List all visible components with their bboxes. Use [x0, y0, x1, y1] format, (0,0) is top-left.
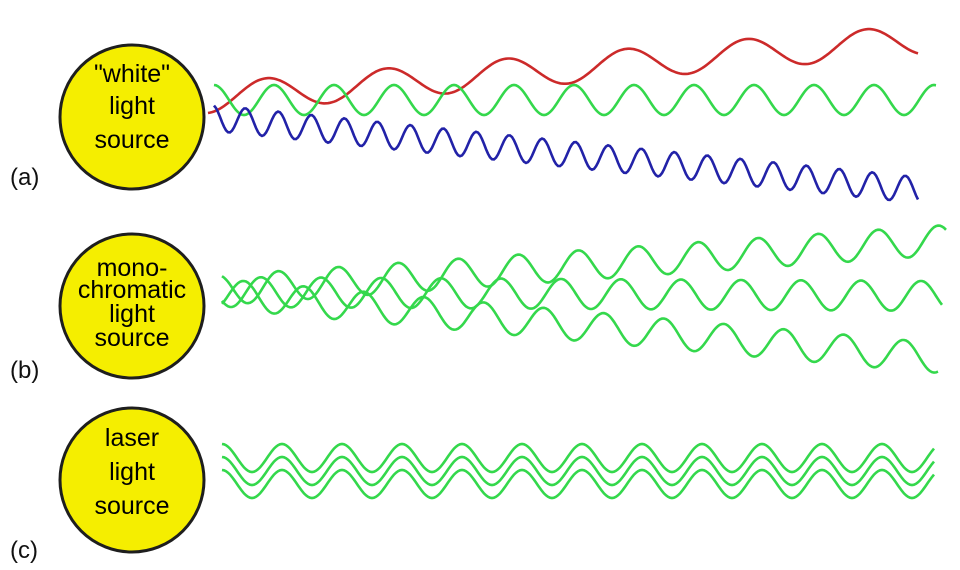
- red-light-wave: [207, 27, 919, 115]
- green-light-wave: [213, 83, 937, 117]
- mono-source-line-2: chromatic: [78, 276, 186, 304]
- panel-label-b: (b): [10, 357, 39, 384]
- panel-white-light: "white" light source (a): [10, 27, 937, 202]
- white-light-source-circle: [58, 43, 206, 191]
- laser-source-line-3: source: [94, 492, 169, 520]
- monochromatic-light-source-circle: [58, 232, 206, 380]
- panel-monochromatic-light: mono- chromatic light source (b): [10, 224, 947, 384]
- mono-source-line-1: mono-: [97, 254, 168, 282]
- green-light-wave: [221, 224, 947, 305]
- laser-source-line-1: laser: [105, 424, 159, 452]
- green-light-wave: [221, 276, 944, 312]
- panel-laser-light: laser light source (c): [10, 406, 935, 564]
- laser-source-line-2: light: [109, 458, 155, 486]
- panel-label-c: (c): [10, 537, 38, 564]
- green-light-wave: [221, 279, 939, 374]
- mono-source-line-3: light: [109, 300, 155, 328]
- panel-label-a: (a): [10, 164, 39, 191]
- white-source-line-3: source: [94, 126, 169, 154]
- laser-light-source-circle: [58, 406, 206, 554]
- green-light-wave: [221, 442, 935, 474]
- green-light-wave: [221, 455, 935, 487]
- mono-source-line-4: source: [94, 324, 169, 352]
- white-source-line-2: light: [109, 92, 155, 120]
- green-light-wave: [221, 468, 935, 500]
- blue-light-wave: [212, 104, 920, 202]
- white-source-line-1: "white": [94, 60, 170, 88]
